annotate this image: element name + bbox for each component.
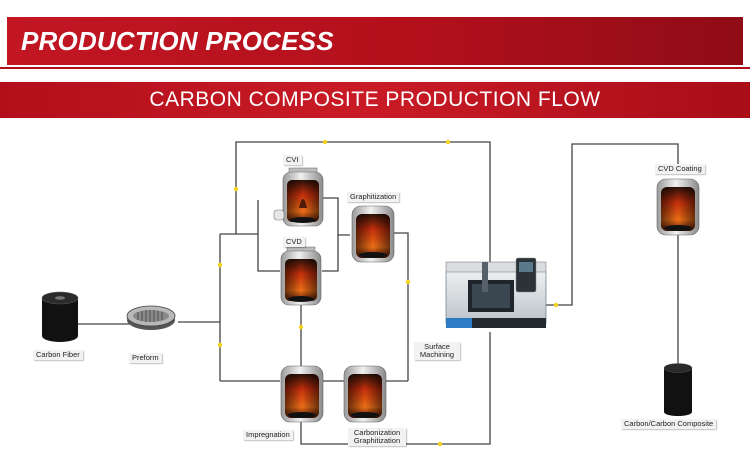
label-cvd-coating: CVD Coating (655, 164, 705, 174)
junction-node (233, 186, 239, 192)
label-preform: Preform (129, 353, 162, 363)
line-cvd-graph (322, 235, 339, 272)
cvi-furnace-icon (282, 167, 324, 227)
label-carbonization-line2: Graphitization (353, 436, 401, 445)
junction-nodes (217, 139, 559, 447)
label-carbonization-line1: Carbonization (353, 428, 401, 437)
header-banner: PRODUCTION PROCESS (7, 17, 743, 65)
carbon-fiber-roll-icon (41, 291, 79, 342)
label-surface-line1: Surface (424, 342, 450, 351)
cvi-side-port-icon (273, 209, 285, 221)
cvd-coating-furnace-icon (656, 178, 700, 236)
junction-node (217, 262, 223, 268)
page-title: PRODUCTION PROCESS (21, 26, 334, 56)
junction-node (553, 302, 559, 308)
line-graph-machine (394, 232, 409, 381)
header-divider (0, 67, 750, 69)
label-carbonization-graphitization: Carbonization Graphitization (348, 428, 406, 446)
junction-node (405, 279, 411, 285)
label-cvd: CVD (283, 237, 305, 247)
line-cvd-branch (257, 200, 280, 272)
junction-node (217, 342, 223, 348)
preform-disc-icon (126, 305, 176, 330)
label-surface-line2: Machining (419, 350, 455, 359)
label-graphitization: Graphitization (347, 192, 400, 202)
label-carbon-fiber: Carbon Fiber (33, 350, 83, 360)
junction-node (445, 139, 451, 145)
cnc-machine-icon (445, 257, 547, 328)
line-to-cvi (220, 141, 491, 300)
junction-node (298, 324, 304, 330)
junction-node (322, 139, 328, 145)
label-impregnation: Impregnation (243, 430, 293, 440)
impregnation-furnace-icon (280, 365, 324, 423)
label-carbon-carbon-composite: Carbon/Carbon Composite (621, 419, 717, 429)
carbon-composite-cylinder-icon (663, 363, 693, 416)
graphitization-furnace-icon (351, 205, 395, 263)
diagram-title: CARBON COMPOSITE PRODUCTION FLOW (149, 88, 601, 111)
carbonization-furnace-icon (343, 365, 387, 423)
line-machine-coating (544, 143, 679, 306)
line-cvi-graph (322, 197, 350, 236)
label-cvi: CVI (283, 155, 302, 165)
subheader-banner: CARBON COMPOSITE PRODUCTION FLOW (0, 82, 750, 118)
cvd-furnace-icon (280, 246, 322, 306)
junction-node (437, 441, 443, 447)
label-surface-machining: Surface Machining (414, 342, 460, 360)
